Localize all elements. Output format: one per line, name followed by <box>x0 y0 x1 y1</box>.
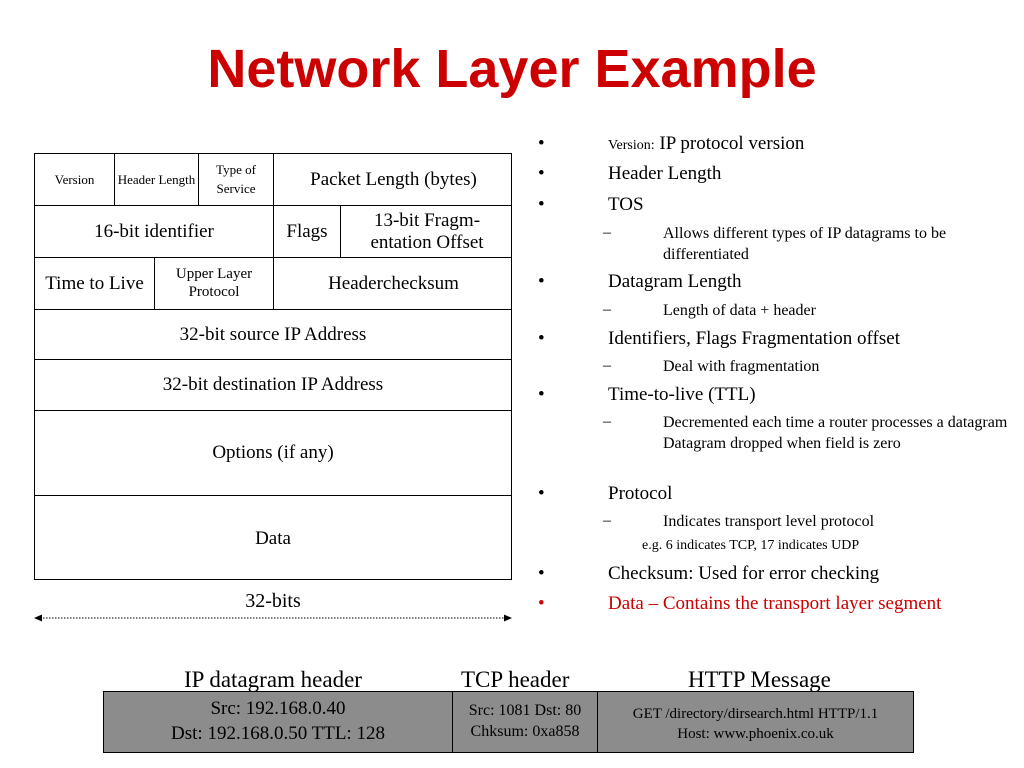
http-host-line: Host: www.phoenix.co.uk <box>677 726 834 743</box>
version-text: IP protocol version <box>659 133 805 154</box>
data-field: Data <box>255 527 291 549</box>
tcp-header-cell: Src: 1081 Dst: 80 Chksum: 0xa858 <box>453 692 598 752</box>
protocol-example: e.g. 6 indicates TCP, 17 indicates UDP <box>642 538 860 553</box>
tcp-checksum: Chksum: 0xa858 <box>470 723 580 740</box>
options-row: Options (if any) <box>35 411 511 496</box>
header-row-1: Version Header Length Type of Service Pa… <box>35 154 511 206</box>
ip-header-cell: Src: 192.168.0.40 Dst: 192.168.0.50 TTL:… <box>104 692 453 752</box>
fragment-offset-field: 13-bit Fragm- entation Offset <box>370 209 484 253</box>
protocol-field: Upper Layer Protocol <box>155 258 274 309</box>
tos-field: Type of Service <box>199 154 274 205</box>
width-arrow <box>34 614 512 622</box>
http-message-caption: HTTP Message <box>688 667 831 692</box>
options-field: Options (if any) <box>212 442 334 463</box>
flags-field: Flags <box>274 206 341 257</box>
ip-header-diagram: Version Header Length Type of Service Pa… <box>34 153 512 580</box>
identifier-field: 16-bit identifier <box>35 206 274 257</box>
header-length-field: Header Length <box>115 154 199 205</box>
version-field: Version <box>35 154 115 205</box>
ip-header-caption: IP datagram header <box>184 667 362 692</box>
source-address-row: 32-bit source IP Address <box>35 310 511 360</box>
ttl-field: Time to Live <box>35 258 155 309</box>
header-row-2: 16-bit identifier Flags 13-bit Fragm- en… <box>35 206 511 258</box>
header-row-3: Time to Live Upper Layer Protocol Header… <box>35 258 511 310</box>
http-request-line: GET /directory/dirsearch.html HTTP/1.1 <box>632 706 879 722</box>
tcp-ports: Src: 1081 Dst: 80 <box>468 702 582 720</box>
http-message-cell: GET /directory/dirsearch.html HTTP/1.1 H… <box>598 692 913 752</box>
source-address-field: 32-bit source IP Address <box>179 323 367 345</box>
checksum-field: Headerchecksum <box>328 272 459 294</box>
destination-address-row: 32-bit destination IP Address <box>35 360 511 411</box>
destination-address-field: 32-bit destination IP Address <box>162 374 384 395</box>
packet-length-field: Packet Length (bytes) <box>310 168 477 190</box>
ip-source: Src: 192.168.0.40 <box>210 698 346 720</box>
version-prefix: Version: <box>608 138 655 153</box>
slide-title: Network Layer Example <box>207 39 817 99</box>
data-row: Data <box>35 496 511 581</box>
width-label: 32-bits <box>245 590 301 612</box>
packet-example-band: Src: 192.168.0.40 Dst: 192.168.0.50 TTL:… <box>103 691 914 753</box>
ip-destination-ttl: Dst: 192.168.0.50 TTL: 128 <box>171 723 385 744</box>
tcp-header-caption: TCP header <box>461 667 570 692</box>
